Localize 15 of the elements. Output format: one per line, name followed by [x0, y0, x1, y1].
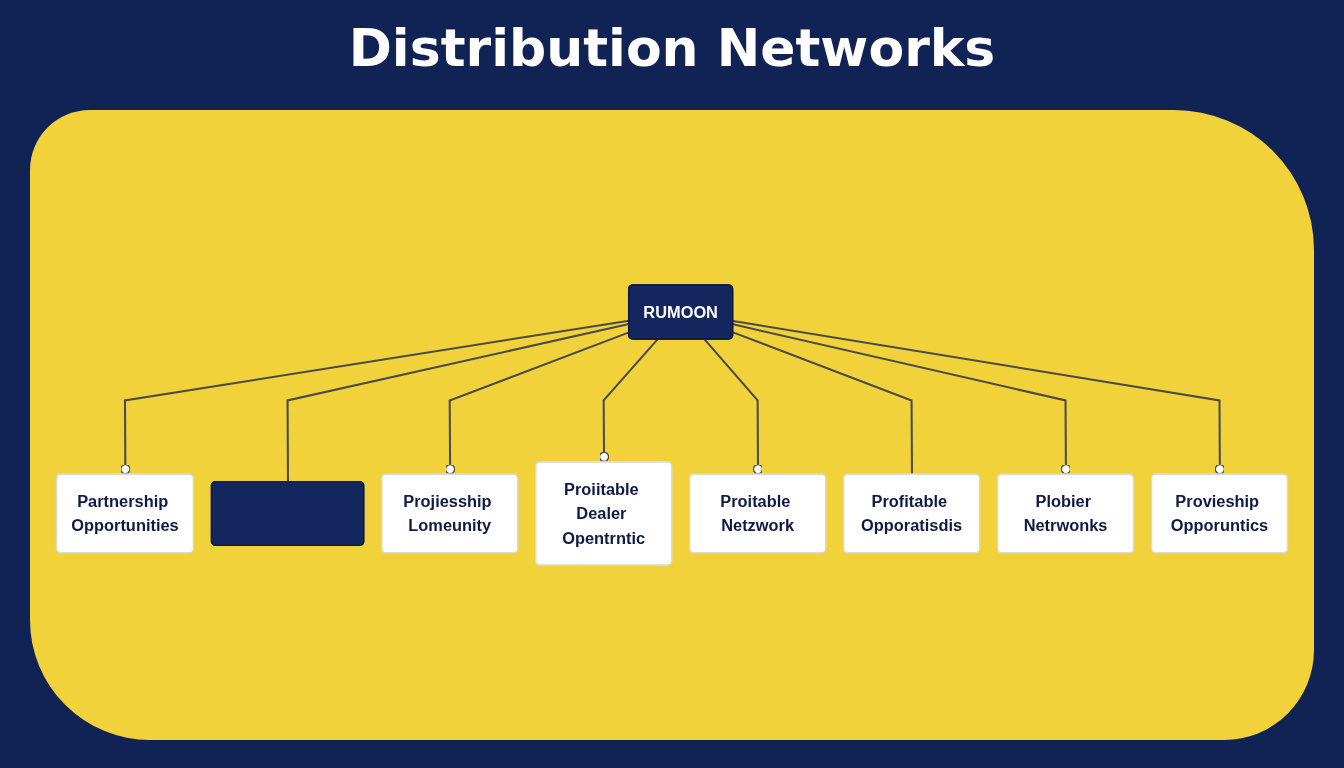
connector-line [732, 319, 1226, 475]
network-box: Projiesship Lomeunity [381, 473, 519, 554]
network-box: Partnership Opportunities [55, 473, 194, 554]
network-box: Plobier Netrwonks [996, 473, 1135, 554]
connector-line [732, 331, 913, 475]
network-box: Proiitable Dealer Opentrntic [535, 461, 673, 566]
network-box: Provieship Opporuntics [1150, 473, 1289, 554]
connector-line [703, 338, 764, 475]
network-box: Proitable Netzwork [689, 473, 827, 554]
diagram-title: Distribution Networks [348, 18, 996, 78]
connector-line [598, 338, 659, 463]
connector-line [732, 323, 1072, 475]
hub-box: RUMOON [628, 284, 734, 340]
blank-box [210, 480, 365, 546]
network-box: Profitable Opporatisdis [843, 473, 981, 554]
